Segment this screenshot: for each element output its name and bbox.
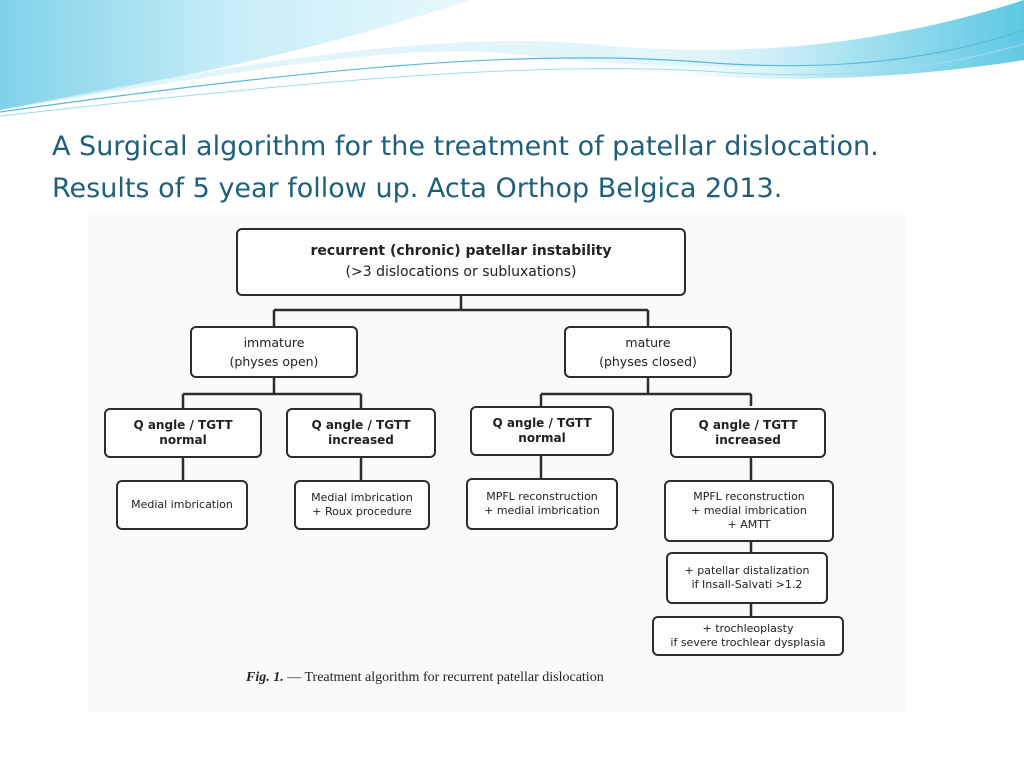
trochleoplasty-node: + trochleoplasty if severe trochlear dys… (652, 616, 844, 656)
treatment-algorithm-figure: recurrent (chronic) patellar instability… (88, 212, 906, 712)
medial-imbrication-node: Medial imbrication (116, 480, 248, 530)
slide-title-line-1: A Surgical algorithm for the treatment o… (52, 131, 879, 162)
mpfl-reconstruction-amtt-node: MPFL reconstruction + medial imbrication… (664, 480, 834, 542)
treatment-line: if severe trochlear dysplasia (670, 636, 826, 649)
treatment-line: + patellar distalization (684, 564, 810, 577)
treatment-line: + trochleoplasty (702, 622, 794, 635)
q-angle-value: increased (715, 433, 781, 447)
patellar-distalization-node: + patellar distalization if Insall-Salva… (666, 552, 828, 604)
header-wave-decoration (0, 0, 1024, 117)
q-angle-increased-mature-node: Q angle / TGTT increased (670, 408, 826, 458)
treatment-line: + medial imbrication (484, 504, 600, 517)
figure-caption: Fig. 1. — Treatment algorithm for recurr… (246, 670, 604, 686)
immature-node: immature (physes open) (190, 326, 358, 378)
treatment-line: if Insall-Salvati >1.2 (691, 578, 803, 591)
treatment-line: + Roux procedure (312, 505, 412, 518)
flowchart-connectors (181, 296, 753, 616)
treatment-line: Medial imbrication (311, 491, 413, 504)
slide-title-line-2: Results of 5 year follow up. Acta Orthop… (52, 173, 783, 204)
treatment-line: Medial imbrication (131, 498, 233, 511)
q-angle-label: Q angle / TGTT (311, 418, 411, 432)
medial-imbrication-roux-node: Medial imbrication + Roux procedure (294, 480, 430, 530)
q-angle-label: Q angle / TGTT (133, 418, 233, 432)
figure-caption-label: Fig. 1. (246, 670, 284, 685)
mature-node-label: mature (625, 335, 671, 350)
mature-node-sublabel: (physes closed) (599, 354, 697, 369)
q-angle-label: Q angle / TGTT (698, 418, 798, 432)
q-angle-normal-immature-node: Q angle / TGTT normal (104, 408, 262, 458)
treatment-line: MPFL reconstruction (486, 490, 598, 503)
immature-node-sublabel: (physes open) (229, 354, 319, 369)
treatment-line: + medial imbrication (691, 504, 807, 517)
immature-node-label: immature (243, 335, 305, 350)
q-angle-value: increased (328, 433, 394, 447)
figure-caption-text: — Treatment algorithm for recurrent pate… (283, 670, 604, 685)
q-angle-increased-immature-node: Q angle / TGTT increased (286, 408, 436, 458)
q-angle-value: normal (518, 431, 566, 445)
mpfl-reconstruction-normal-node: MPFL reconstruction + medial imbrication (466, 478, 618, 530)
treatment-line: + AMTT (727, 518, 771, 531)
q-angle-label: Q angle / TGTT (492, 416, 592, 430)
treatment-line: MPFL reconstruction (693, 490, 805, 503)
root-node-subtitle: (>3 dislocations or subluxations) (345, 264, 577, 280)
q-angle-value: normal (159, 433, 207, 447)
root-node-title: recurrent (chronic) patellar instability (310, 243, 612, 259)
q-angle-normal-mature-node: Q angle / TGTT normal (470, 406, 614, 456)
slide-title: A Surgical algorithm for the treatment o… (52, 126, 992, 210)
recurrent-patellar-instability-node: recurrent (chronic) patellar instability… (236, 228, 686, 296)
mature-node: mature (physes closed) (564, 326, 732, 378)
